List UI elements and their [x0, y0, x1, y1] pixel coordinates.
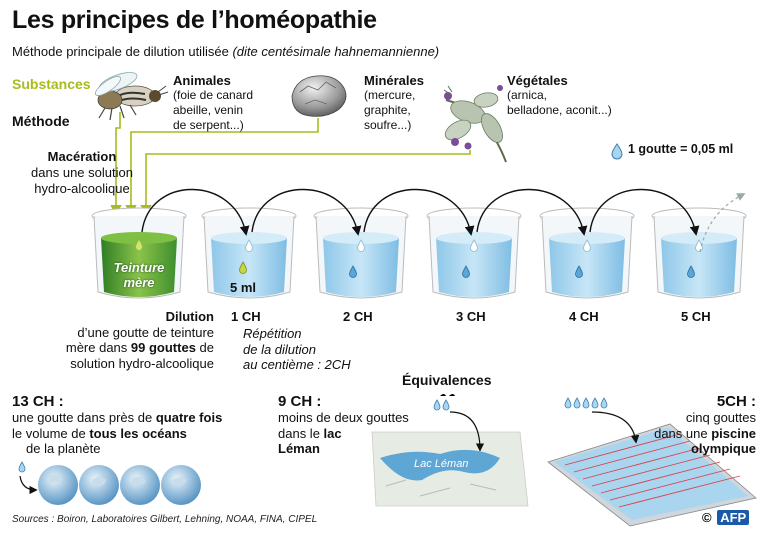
equivalence-value: 13 CH :	[12, 393, 64, 410]
volume-label: 5 ml	[230, 280, 257, 295]
equivalence-line: une goutte dans près de quatre fois	[12, 410, 272, 426]
equivalence-line: Léman	[278, 441, 320, 456]
eq-seg: lac	[323, 425, 342, 441]
subtitle-note: (dite centésimale hahnemannienne)	[232, 44, 440, 59]
continuation-arrow	[699, 193, 746, 253]
maceration-title: Macération	[47, 149, 117, 164]
lake-leman-map: Lac Léman	[371, 394, 529, 507]
repetition-text: Répétition de la dilution au centième : …	[243, 326, 351, 373]
eq-seg: quatre fois	[155, 410, 223, 425]
transfer-arrow	[589, 188, 700, 236]
repetition-line: Répétition	[243, 326, 302, 341]
eq-seg: tous les océans	[89, 425, 187, 441]
teinture-line: mère	[123, 275, 155, 290]
oceans-globes	[18, 461, 201, 505]
beaker-2ch	[313, 207, 409, 299]
equivalence-line: olympique	[690, 441, 756, 456]
equivalence-9ch: 9 CH : moins de deux gouttes dans le lac…	[278, 393, 428, 457]
eq-seg: une goutte dans près de	[12, 410, 156, 425]
category-detail: belladone, aconit...)	[507, 103, 612, 117]
rock-illustration	[291, 75, 347, 117]
eq-seg: dans le	[278, 425, 324, 441]
equivalences-title: Équivalences	[402, 372, 492, 388]
eq-seg: dans une	[654, 425, 712, 441]
repetition-line: au centième : 2CH	[243, 357, 351, 372]
dilution-line: mère dans 99 gouttes de	[0, 340, 214, 356]
ch-label: 3 CH	[456, 309, 486, 324]
category-detail: (foie de canard	[173, 88, 254, 102]
ch-label: 1 CH	[231, 309, 261, 324]
olympic-pool	[547, 397, 757, 527]
equivalence-5ch: 5CH : cinq gouttes dans une piscine olym…	[600, 393, 756, 457]
bee-illustration	[94, 72, 169, 121]
dilution-seg: mère dans	[65, 340, 131, 355]
maceration-line: hydro-alcoolique	[34, 181, 130, 196]
transfer-arrow	[476, 188, 588, 236]
beaker-4ch	[539, 207, 635, 299]
maceration-label: Macération dans une solution hydro-alcoo…	[12, 149, 152, 197]
ch-label: 5 CH	[681, 309, 711, 324]
eq-seg: piscine	[711, 425, 756, 441]
dilution-line: d’une goutte de teinture	[77, 324, 214, 340]
subtitle: Méthode principale de dilution utilisée …	[12, 44, 439, 59]
category-title: Minérales	[364, 73, 424, 88]
dilution-seg: de	[195, 340, 214, 355]
ch-label: 2 CH	[343, 309, 373, 324]
dilution-text: Dilution d’une goutte de teinture mère d…	[0, 309, 214, 371]
beaker-teinture-mere	[91, 207, 187, 299]
repetition-line: de la dilution	[243, 341, 316, 357]
dilution-seg: 99 gouttes	[130, 340, 196, 355]
category-title: Animales	[173, 73, 231, 88]
ch-label: 4 CH	[569, 309, 599, 324]
category-animales: Animales (foie de canard abeille, venin …	[173, 73, 253, 133]
dilution-title: Dilution	[165, 309, 214, 324]
transfer-arrow	[363, 188, 475, 236]
copyright-symbol: ©	[702, 510, 712, 525]
equivalence-line: cinq gouttes	[685, 410, 756, 425]
eq-seg: le volume de	[12, 425, 90, 441]
category-detail: soufre...)	[364, 118, 412, 132]
category-minerales: Minérales (mercure, graphite, soufre...)	[364, 73, 424, 133]
equivalence-line: moins de deux gouttes	[278, 410, 409, 425]
category-detail: (arnica,	[507, 88, 548, 102]
category-detail: de serpent...)	[173, 118, 244, 132]
equivalence-line: dans une piscine	[600, 426, 756, 442]
equivalence-line: le volume de tous les océans	[12, 426, 272, 442]
row-label-methode: Méthode	[12, 113, 70, 129]
drop-legend-icon	[611, 143, 623, 160]
plant-illustration	[443, 85, 507, 163]
page-title: Les principes de l’homéopathie	[12, 6, 377, 34]
maceration-line: dans une solution	[31, 165, 133, 180]
teinture-line: Teinture	[113, 260, 165, 275]
subtitle-main: Méthode principale de dilution utilisée	[12, 44, 229, 59]
beaker-1ch	[201, 207, 297, 299]
category-detail: abeille, venin	[173, 103, 244, 117]
drop-legend: 1 goutte = 0,05 ml	[628, 142, 734, 156]
category-detail: graphite,	[364, 103, 411, 117]
equivalence-value: 9 CH :	[278, 393, 322, 410]
afp-logo: AFP	[717, 510, 750, 525]
beaker-5ch	[651, 207, 747, 299]
teinture-mere-label: Teinture mère	[104, 260, 174, 290]
beaker-3ch	[426, 207, 522, 299]
beakers-group	[91, 188, 747, 299]
maceration-feed-lines	[110, 112, 471, 217]
row-label-substances: Substances	[12, 76, 91, 92]
category-title: Végétales	[507, 73, 568, 88]
transfer-arrow	[251, 188, 362, 236]
equivalence-value: 5CH :	[716, 393, 756, 410]
transfer-arrow	[141, 188, 250, 236]
category-detail: (mercure,	[364, 88, 416, 102]
category-vegetales: Végétales (arnica, belladone, aconit...)	[507, 73, 612, 118]
sources-credit: Sources : Boiron, Laboratoires Gilbert, …	[12, 514, 318, 525]
dilution-line: solution hydro-alcoolique	[70, 355, 214, 371]
equivalence-13ch: 13 CH : une goutte dans près de quatre f…	[12, 393, 272, 457]
equivalence-line: dans le lac	[278, 426, 428, 442]
equivalence-line: de la planète	[26, 441, 101, 456]
afp-credit: © AFP	[702, 510, 750, 525]
lake-label: Lac Léman	[414, 458, 468, 470]
